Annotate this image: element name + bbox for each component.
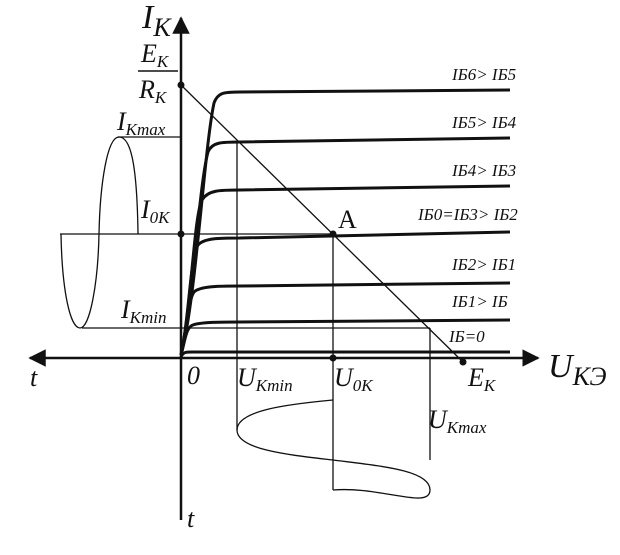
ek-label: EК (467, 363, 497, 395)
curve-ib0 (179, 350, 510, 358)
curve-label-ib6: IБ6> IБ5 (451, 65, 516, 84)
origin-label: 0 (187, 361, 200, 390)
i0k-point (177, 230, 185, 238)
ic-axis-label: IК (141, 0, 172, 42)
t-bottom-label: t (187, 504, 195, 533)
curve-label-ib0: IБ=0 (448, 327, 485, 346)
ikmin-label: IКmin (120, 295, 166, 327)
load-line (180, 84, 464, 363)
ikmax-label: IКmax (116, 107, 166, 139)
curve-label-ib5: IБ5> IБ4 (451, 113, 517, 132)
u0k-point (329, 354, 337, 362)
ek-rk-numerator: EК (140, 39, 170, 71)
ek-point (459, 358, 467, 366)
uce-axis-label: IUКЭ (548, 348, 607, 391)
ek-rk-denominator: RК (138, 75, 168, 107)
u0k-label: U0К (334, 363, 374, 395)
t-left-label: t (30, 363, 38, 392)
voltage-sine-wave (236, 399, 431, 499)
ukmin-label: UКmin (237, 363, 293, 395)
operating-point-label: A (338, 205, 357, 234)
i0k-label: I0К (140, 195, 171, 227)
current-sine-wave (60, 136, 139, 329)
curve-label-ib2: IБ2> IБ1 (451, 255, 516, 274)
ukmax-label: UКmax (428, 405, 487, 437)
curve-ib1 (179, 318, 511, 356)
curve-label-ib1: IБ1> IБ (451, 292, 508, 311)
curve-label-ib4: IБ4> IБ3 (451, 161, 516, 180)
curve-ib2 (179, 281, 511, 356)
operating-point-a (329, 230, 337, 238)
ek-rk-point (177, 81, 185, 89)
curve-label-ib3: IБ0=IБ3> IБ2 (417, 205, 518, 224)
